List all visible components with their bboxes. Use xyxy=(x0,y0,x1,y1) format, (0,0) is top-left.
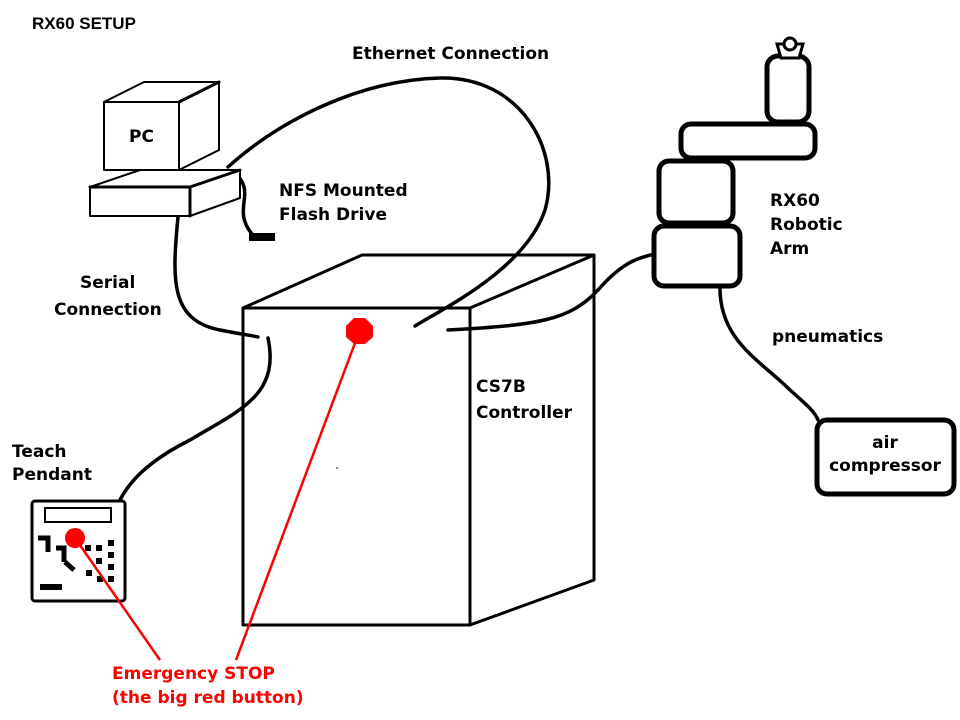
pendant-cable xyxy=(118,336,272,502)
controller-label-line1: CS7B xyxy=(476,377,526,397)
serial-label-line1: Serial xyxy=(80,273,135,293)
robot-label-line3: Arm xyxy=(770,239,809,259)
teach-label-line1: Teach xyxy=(12,442,67,462)
controller-cabinet xyxy=(241,253,596,627)
nfs-label-line1: NFS Mounted xyxy=(279,181,408,201)
serial-cable xyxy=(173,215,260,339)
emergency-stop-button-icon xyxy=(346,318,373,344)
pendant-estop-icon xyxy=(65,528,85,548)
pc-computer xyxy=(88,80,275,241)
air-compressor-box xyxy=(814,417,957,497)
air-label-line1: air xyxy=(872,433,898,453)
teach-label-line2: Pendant xyxy=(12,465,92,485)
robot-label-line2: Robotic xyxy=(770,215,843,235)
pendant-screen xyxy=(44,507,112,523)
pc-label: PC xyxy=(129,127,154,147)
air-label-line2: compressor xyxy=(829,456,941,476)
nfs-label-line2: Flash Drive xyxy=(279,205,387,225)
flash-drive-cable xyxy=(236,174,254,236)
robotic-arm xyxy=(651,36,818,289)
robot-cable xyxy=(446,252,657,332)
pneumatics-label: pneumatics xyxy=(772,327,883,347)
emergency-stop-indicator xyxy=(65,318,373,661)
robot-label-line1: RX60 xyxy=(770,191,820,211)
flash-drive-icon xyxy=(249,233,275,241)
estop-label-line1: Emergency STOP xyxy=(112,664,275,684)
diagram-title: RX60 SETUP xyxy=(32,14,136,33)
ethernet-label: Ethernet Connection xyxy=(352,44,549,64)
ethernet-cable xyxy=(226,76,551,328)
estop-label-line2: (the big red button) xyxy=(112,688,304,708)
teach-pendant xyxy=(30,499,127,603)
controller-label-line2: Controller xyxy=(476,403,573,423)
serial-label-line2: Connection xyxy=(54,300,162,320)
pneumatics-hose xyxy=(718,282,820,422)
